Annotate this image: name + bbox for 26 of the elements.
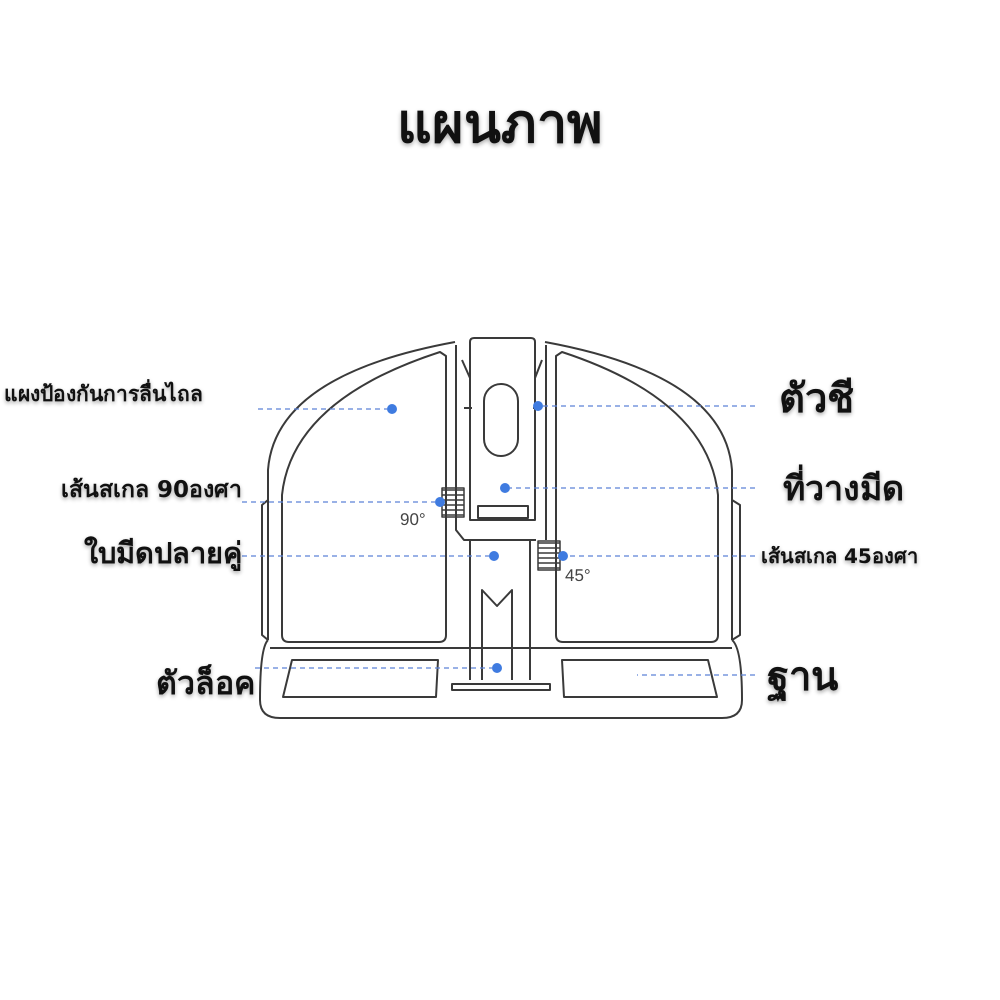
pointer-dot (492, 663, 502, 673)
callout-label: ฐาน (767, 653, 838, 704)
leader-line (255, 667, 492, 669)
leader-line (242, 555, 489, 557)
pointer-dot (533, 401, 543, 411)
title: แผนภาพ (396, 91, 604, 157)
callout-label: เส้นสเกล 90องศา (60, 476, 242, 505)
angle-label: 90° (400, 510, 426, 530)
pointer-dot (489, 551, 499, 561)
callout-label: แผงป้องกันการลื่นไถล (4, 376, 203, 410)
leader-line (510, 487, 755, 489)
callout-label: ที่วางมีด (783, 461, 904, 515)
leader-line (258, 408, 387, 410)
angle-label: 45° (565, 566, 591, 586)
pointer-dot (558, 551, 568, 561)
callout-label: ใบมีดปลายคู่ (84, 535, 242, 573)
callout-label: ตัวชี (779, 375, 854, 424)
pointer-dot (435, 497, 445, 507)
callout-label: เส้นสเกล 45องศา (761, 543, 918, 570)
pointer-dot (387, 404, 397, 414)
leader-line (568, 555, 755, 557)
leader-line (637, 674, 755, 676)
leader-line (242, 501, 435, 503)
pointer-dot (500, 483, 510, 493)
callout-label: ตัวล็อค (156, 662, 255, 704)
leader-line (543, 405, 755, 407)
